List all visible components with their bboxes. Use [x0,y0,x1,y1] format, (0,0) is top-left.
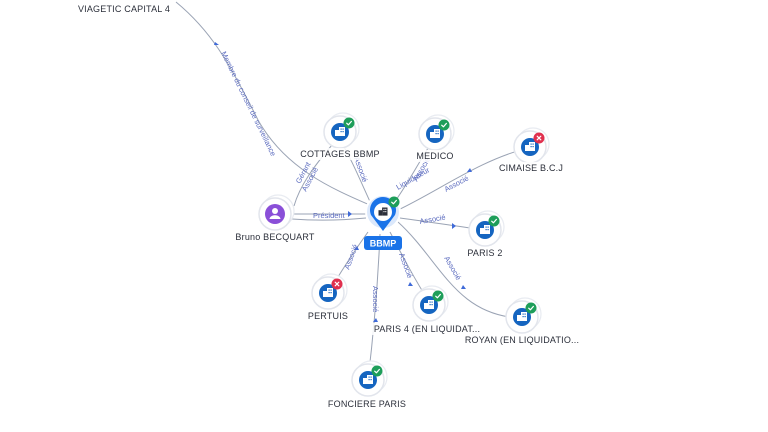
node-viagetic[interactable]: VIAGETIC CAPITAL 4 [72,3,176,15]
node-royan[interactable]: ROYAN (EN LIQUIDATIO... [462,297,582,346]
node-cimaise[interactable]: CIMAISE B.C.J [492,127,568,174]
edge-label-fonciere: Associé [371,286,380,312]
node-fonciere[interactable]: FONCIERE PARIS [326,360,410,410]
node-label: FONCIERE PARIS [328,399,406,409]
node-medico[interactable]: MEDICO [413,114,457,162]
nodes-layer: VIAGETIC CAPITAL 4 COTTAGES BBMP MEDICO [72,3,582,410]
status-active-badge [388,196,400,208]
edge-label-cimaise: Associé [443,173,470,193]
node-cottages[interactable]: COTTAGES BBMP [296,112,384,160]
arrow-icon [461,285,466,289]
arrow-icon [214,42,219,45]
edge-label-paris4: Associé [397,252,414,280]
edge-cimaise[interactable] [397,147,529,211]
node-paris4[interactable]: PARIS 4 (EN LIQUIDAT... [371,285,485,335]
node-label: CIMAISE B.C.J [499,163,563,173]
node-label: VIAGETIC CAPITAL 4 [78,4,170,14]
status-active-badge [371,365,383,377]
center-label: BBMP [370,239,397,249]
arrow-icon [348,211,352,217]
edge-label-bruno: Président [313,211,346,220]
node-center-bbmp[interactable]: BBMP [364,194,402,250]
arrow-icon [373,318,378,322]
node-label: PARIS 4 (EN LIQUIDAT... [374,324,480,334]
status-active-badge [438,119,450,131]
status-active-badge [525,302,537,314]
status-active-badge [343,117,355,129]
edge-viagetic[interactable] [175,1,373,207]
arrow-icon [408,282,413,286]
edge-bruno-b[interactable] [291,217,367,221]
user-icon [272,208,278,214]
edge-royan[interactable] [397,221,521,319]
node-label: Bruno BECQUART [235,232,314,242]
node-label: MEDICO [416,151,453,161]
node-label: PERTUIS [308,311,348,321]
node-label: ROYAN (EN LIQUIDATIO... [465,335,579,345]
node-bruno[interactable]: Bruno BECQUART [232,194,318,243]
status-active-badge [432,290,444,302]
arrow-icon [467,168,472,172]
status-active-badge [488,215,500,227]
edge-label-paris2: Associé [419,213,446,226]
node-paris2[interactable]: PARIS 2 [465,210,505,259]
arrow-icon [354,246,359,250]
edge-label-viagetic: Membre du conseil de surveillance [219,50,278,158]
arrow-icon [452,223,456,229]
node-label: COTTAGES BBMP [300,149,379,159]
node-label: PARIS 2 [467,248,502,258]
node-pertuis[interactable]: PERTUIS [306,273,350,322]
center-label-badge [364,236,402,250]
edge-label-pertuis: Associé [342,243,359,271]
